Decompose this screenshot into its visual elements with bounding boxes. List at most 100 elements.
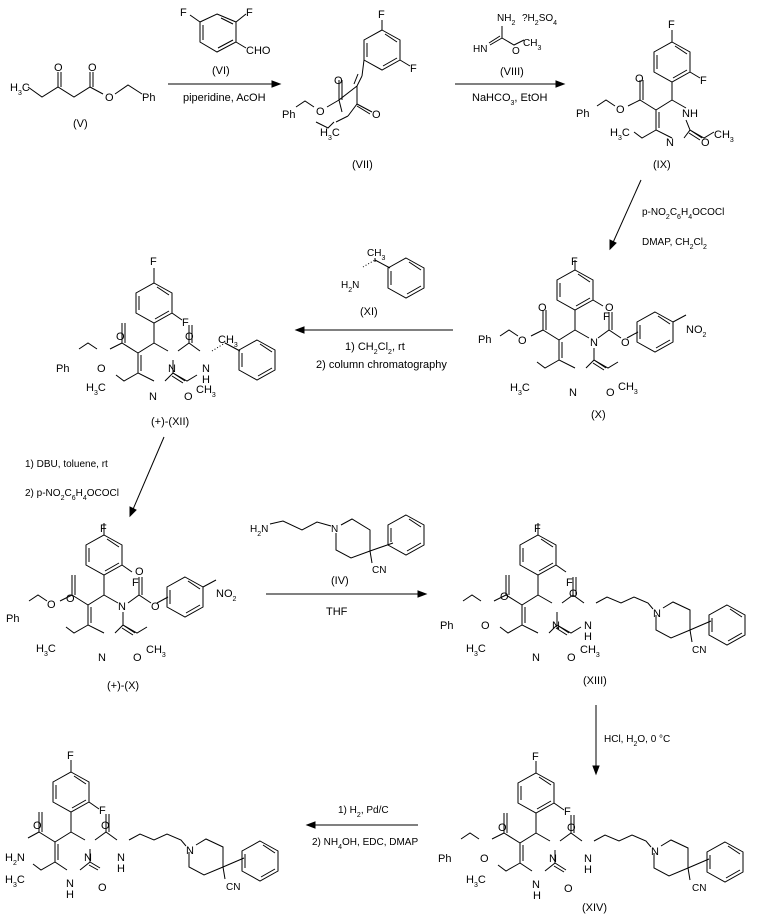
atom-label: Ph [438,853,451,865]
atom-label: H3C [86,382,106,397]
atom-label: N [532,652,540,664]
atom-label: CN [692,645,706,656]
atom-label: O [133,652,142,664]
atom-label: O [512,46,520,57]
compound-label: (IX) [653,159,671,171]
atom-label: N [584,853,592,865]
compound-label: (XI) [360,306,378,318]
compound-label: (X) [591,409,606,421]
atom-label: O [66,593,75,605]
compound-label: (XIV) [582,902,607,914]
atom-label: N [118,601,126,613]
compound-X-plus: F F Ph O O N O O NO2 H3C N O CH3 (+)-(X) [6,523,237,692]
compound-V: H3C O O O Ph (V) [10,62,155,130]
atom-label: F [182,317,189,329]
atom-label: O [564,883,573,895]
atom-label: F [532,751,539,763]
compound-X: F F Ph O O N O O NO2 H3C N O CH3 (X) [478,256,707,421]
atom-label: N [651,846,659,858]
compound-VII: F F Ph O O H3C O (VII) [282,9,417,171]
atom-label: NO2 [216,588,237,603]
atom-label: Ph [440,620,453,632]
atom-label: F [668,19,675,31]
atom-label: N [84,852,92,864]
atom-label: F [410,63,417,75]
atom-label: F [67,750,74,762]
atom-label: O [151,601,160,613]
compound-label: (V) [73,118,88,130]
atom-label: H3C [610,127,630,142]
atom-label: O [54,62,63,74]
atom-label: CH3 [580,644,600,659]
atom-label: CH3 [196,384,216,399]
atom-label: O [316,106,325,118]
atom-label: H2N [250,524,268,538]
atom-label: F [564,806,571,818]
atom-label: H2N [341,280,359,294]
atom-label: O [184,391,193,403]
compound-label: (VIII) [500,66,524,78]
atom-label: H2N [5,852,25,867]
atom-label: N [149,391,157,403]
atom-label: O [567,822,576,834]
reaction-arrow: NaHCO3, EtOH [455,80,566,107]
reagent-text: 1) DBU, toluene, rt [25,459,108,470]
atom-label: F [99,805,106,817]
atom-label: H [584,631,592,643]
atom-label: F [378,9,385,21]
atom-label: H3C [510,382,530,397]
atom-label: CH3 [714,129,734,144]
atom-label: O [635,73,644,85]
atom-label: O [33,820,42,832]
atom-label: O [97,363,106,375]
atom-label: H [66,889,74,901]
compound-label: (XIII) [583,675,607,687]
atom-label: CN [372,565,386,576]
reagent-text: p-NO2C6H4OCOCl [642,207,724,221]
atom-label: H [117,863,125,875]
atom-label: F [603,311,610,323]
atom-label: H3C [5,874,25,889]
atom-label: N [653,608,661,620]
atom-label: N [552,620,560,632]
compound-label: (+)-(X) [107,680,139,692]
atom-label: N [584,620,592,632]
compound-IV: H2N N CN (IV) [250,514,425,587]
atom-label: H [202,374,210,386]
compound-label: (IV) [331,575,349,587]
compound-label: (VII) [352,159,373,171]
atom-label: F [534,523,541,535]
atom-label: O [621,337,630,349]
reaction-arrow: HCl, H2O, 0 °C [592,705,670,776]
atom-label: N [186,845,194,857]
atom-label: N [569,387,577,399]
atom-label: O [569,588,578,600]
atom-label: CN [692,883,706,894]
reagent-text: 1) H2, Pd/C [338,805,389,819]
reagent-text: 2) p-NO2C6H4OCOCl [25,488,119,502]
atom-label: N [66,878,74,890]
atom-label: F [180,7,187,19]
compound-VI: F F CHO (VI) [180,7,271,77]
atom-label: H3C [466,643,486,658]
atom-label: Ph [282,109,295,121]
atom-label: N [549,853,557,865]
atom-label: N [532,879,540,891]
reagent-text: HCl, H2O, 0 °C [604,734,670,748]
atom-label: N [590,337,598,349]
compound-VIII: NH2 ?H2SO4 HN O CH3 (VIII) [473,13,557,78]
reagent-text: 1) CH2Cl2, rt [345,341,405,356]
atom-label: O [47,599,56,611]
atom-label: O [605,302,614,314]
atom-label: O [518,335,527,347]
atom-label: N [168,363,176,375]
reagent-text: DMAP, CH2Cl2 [642,237,707,251]
compound-XIII: F F Ph O O N O N H N CN H3C N O CH3 (XII… [440,523,746,687]
atom-label: H3C [320,127,340,142]
atom-label: F [700,75,707,87]
atom-label: F [566,577,573,589]
compound-XII: F F Ph O O N O N H CH3 H3C N O CH3 (+)-(… [56,256,276,428]
atom-label: O [116,331,125,343]
atom-label: F [150,256,157,268]
atom-label: O [500,591,509,603]
